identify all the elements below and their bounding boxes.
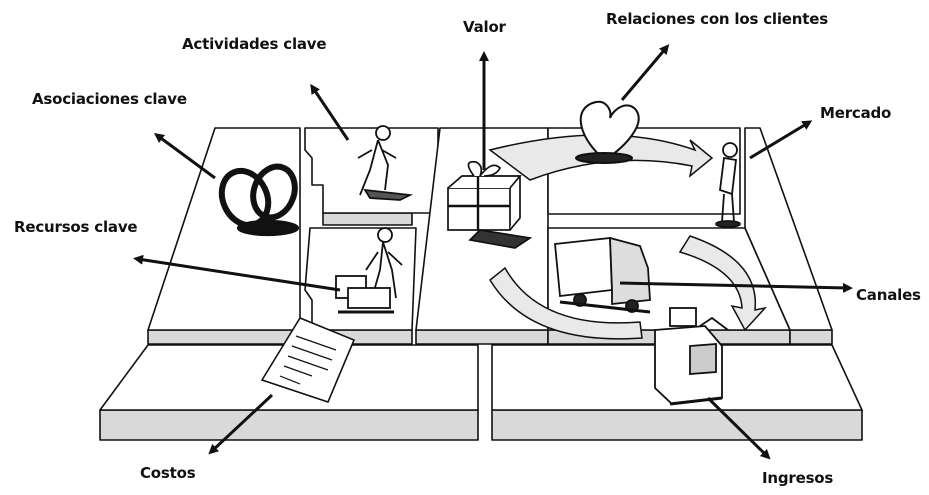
arrow-asociaciones [153, 133, 216, 180]
document-icon [260, 317, 356, 403]
arrow-mercado [749, 120, 813, 160]
resources-worker-icon [335, 227, 403, 314]
customer-icon [715, 142, 741, 228]
label-ingresos: Ingresos [762, 469, 834, 487]
asociaciones-block [147, 127, 301, 345]
arrow-recursos [133, 254, 341, 292]
label-relaciones-clientes: Relaciones con los clientes [606, 10, 828, 28]
actividades-block [304, 127, 439, 226]
label-valor: Valor [463, 18, 506, 36]
gift-icon [447, 160, 533, 249]
heart-icon [575, 100, 640, 164]
costos-block [99, 344, 479, 441]
cash-register-icon [654, 307, 729, 406]
truck-icon [554, 236, 651, 314]
label-costos: Costos [140, 464, 196, 482]
rings-icon [218, 163, 300, 237]
arrow-relaciones [620, 44, 670, 101]
arrows [133, 44, 853, 460]
arrow-costos [208, 393, 274, 455]
label-actividades-clave: Actividades clave [182, 35, 327, 53]
label-mercado: Mercado [820, 104, 892, 122]
arrow-canales [619, 281, 853, 293]
arrow-actividades [310, 83, 350, 141]
arrow-ingresos [706, 396, 771, 460]
label-asociaciones-clave: Asociaciones clave [32, 90, 187, 108]
mercado-block [744, 127, 833, 345]
worker-icon [357, 125, 414, 201]
label-canales: Canales [856, 286, 921, 304]
label-recursos-clave: Recursos clave [14, 218, 138, 236]
